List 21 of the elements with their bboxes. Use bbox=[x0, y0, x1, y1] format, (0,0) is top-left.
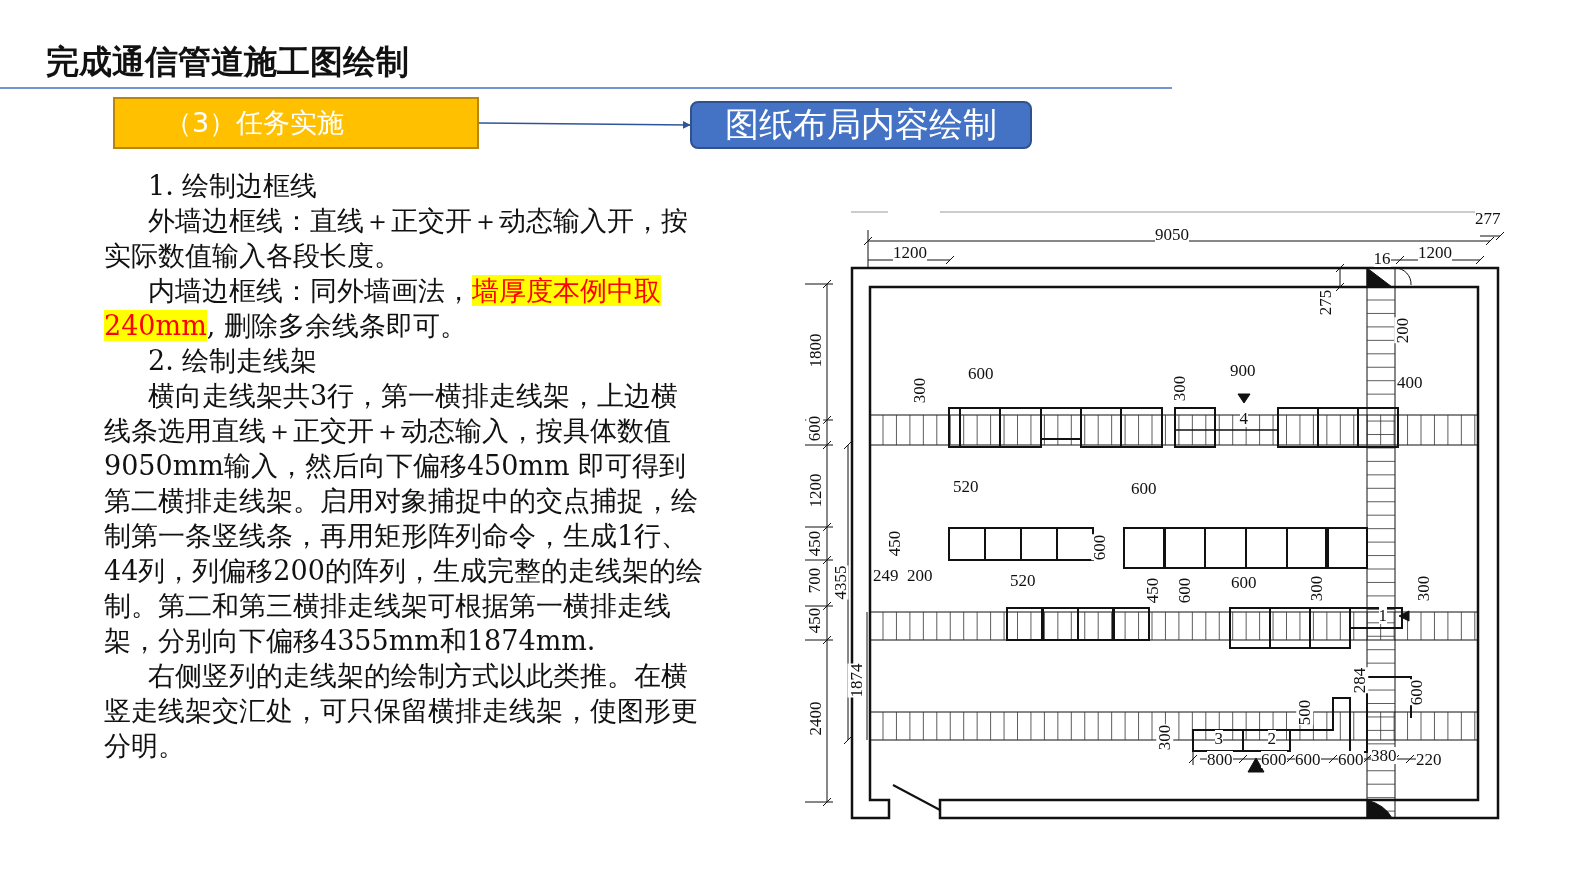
callout-number: 3 bbox=[1214, 729, 1223, 747]
paragraph: 外墙边框线：直线＋正交开＋动态输入开，按实际数值输入各段长度。 bbox=[104, 204, 689, 273]
paragraph: 横向走线架共3行，第一横排走线架，上边横线条选用直线＋正交开＋动态输入，按具体数值9050mm输入，然后向下偏移450mm 即可得到第二横排走线架。启用对象捕捉中的交点捕捉，绘制第一条竖线条，再用矩形阵列命令，生成1行、44列，列偏移200的阵列，生成完整的走线架的绘制。第二和第三横排走线架可根据第一横排走线架，分别向下偏移4355mm和1874mm. bbox=[104, 379, 704, 658]
dimension-label: 500 bbox=[1296, 699, 1314, 725]
arrow bbox=[478, 120, 691, 129]
dimension-label: 300 bbox=[1156, 724, 1174, 750]
dimension-label: 277 bbox=[1475, 209, 1501, 227]
heading-box: 图纸布局内容绘制 bbox=[690, 101, 1032, 149]
dimension-label: 1874 bbox=[847, 663, 865, 697]
section-heading: 2. 绘制走线架 bbox=[147, 344, 319, 378]
dimension-label: 284 bbox=[1351, 667, 1369, 693]
dimension-label: 600 bbox=[806, 415, 824, 441]
dimension-label: 600 bbox=[1338, 750, 1364, 768]
step-banner: （3）任务实施 bbox=[113, 97, 479, 149]
dimension-label: 380 bbox=[1371, 746, 1397, 764]
section-heading: 1. 绘制边框线 bbox=[147, 169, 319, 203]
slide-title: 完成通信管道施工图绘制 bbox=[46, 41, 409, 83]
callout-number: 2 bbox=[1267, 729, 1276, 747]
paragraph: 右侧竖列的走线架的绘制方式以此类推。在横竖走线架交汇处，可只保留横排走线架，使图形更分明。 bbox=[104, 659, 699, 763]
callout-number: 1 bbox=[1378, 606, 1387, 624]
paragraph: 内墙边框线：同外墙画法，墙厚度本例中取240mm, 删除多余线条即可。 bbox=[104, 274, 662, 343]
